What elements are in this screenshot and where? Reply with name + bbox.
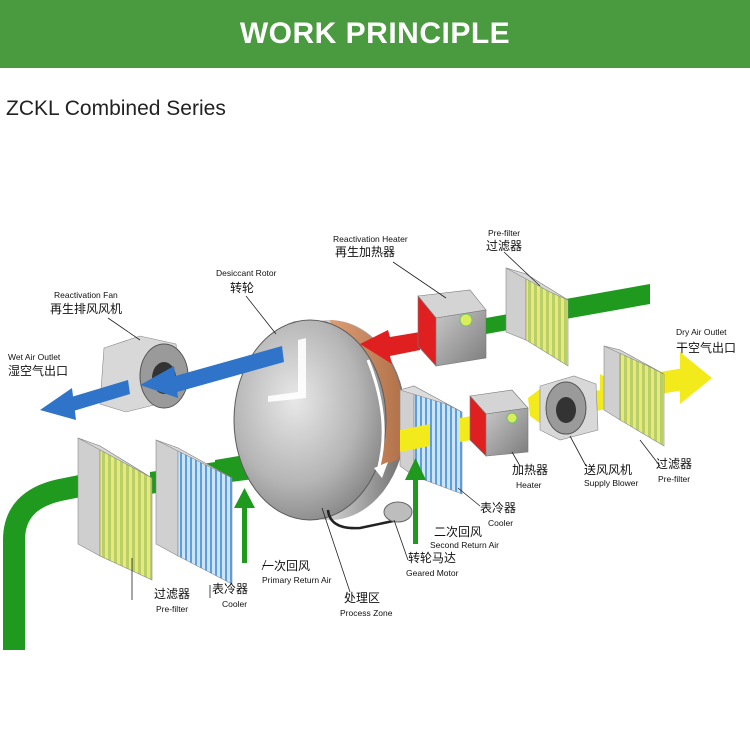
- svg-text:Reactivation Heater: Reactivation Heater: [333, 234, 408, 244]
- cooler-left: [155, 439, 233, 585]
- label-desiccant-rotor: Desiccant Rotor 转轮: [216, 268, 277, 295]
- label-dry-air-outlet: Dry Air Outlet 干空气出口: [676, 327, 736, 355]
- page-title: WORK PRINCIPLE: [239, 17, 511, 50]
- prefilter-right: [603, 345, 665, 447]
- label-second-return-air: 二次回风 Second Return Air: [430, 525, 499, 550]
- prefilter-top: [505, 267, 569, 367]
- svg-text:Supply Blower: Supply Blower: [584, 478, 639, 488]
- leader-lines: [107, 251, 661, 600]
- svg-text:表冷器: 表冷器: [480, 501, 516, 515]
- svg-text:Cooler: Cooler: [222, 599, 247, 609]
- label-geared-motor: 转轮马达 Geared Motor: [406, 550, 459, 578]
- svg-text:处理区: 处理区: [344, 591, 380, 605]
- svg-text:再生排风风机: 再生排风风机: [50, 302, 122, 316]
- series-subtitle: ZCKL Combined Series: [6, 97, 226, 120]
- svg-text:Desiccant Rotor: Desiccant Rotor: [216, 268, 277, 278]
- svg-text:湿空气出口: 湿空气出口: [8, 363, 68, 378]
- svg-text:Pre-filter: Pre-filter: [488, 228, 520, 238]
- label-primary-return-air: 一次回风 Primary Return Air: [262, 559, 332, 585]
- label-reactivation-fan: Reactivation Fan 再生排风风机: [50, 290, 122, 316]
- label-reactivation-heater: Reactivation Heater 再生加热器: [333, 234, 408, 259]
- svg-text:Primary Return Air: Primary Return Air: [262, 575, 332, 585]
- label-prefilter-left: 过滤器 Pre-filter: [154, 587, 190, 614]
- wet-air-flow: [40, 346, 284, 420]
- prefilter-left: [77, 437, 153, 581]
- label-wet-air-outlet: Wet Air Outlet 湿空气出口: [8, 352, 68, 378]
- label-cooler-left: 表冷器 Cooler: [212, 582, 248, 609]
- svg-text:表冷器: 表冷器: [212, 582, 248, 596]
- label-cooler-right: 表冷器 Cooler: [480, 501, 516, 528]
- svg-text:Geared Motor: Geared Motor: [406, 568, 459, 578]
- label-heater: 加热器 Heater: [512, 463, 548, 490]
- label-process-zone: 处理区 Process Zone: [340, 591, 393, 618]
- svg-text:Cooler: Cooler: [488, 518, 513, 528]
- svg-text:Reactivation Fan: Reactivation Fan: [54, 290, 118, 300]
- geared-motor: [326, 501, 413, 530]
- svg-text:二次回风: 二次回风: [434, 525, 482, 539]
- svg-text:再生加热器: 再生加热器: [335, 245, 395, 259]
- svg-text:干空气出口: 干空气出口: [676, 340, 736, 355]
- reactivation-airflow: [360, 330, 420, 364]
- primary-return-air-arrow: [234, 488, 255, 563]
- svg-text:转轮: 转轮: [230, 280, 254, 295]
- svg-text:Second Return Air: Second Return Air: [430, 540, 499, 550]
- svg-text:Dry Air Outlet: Dry Air Outlet: [676, 327, 727, 337]
- svg-text:过滤器: 过滤器: [154, 587, 190, 601]
- label-supply-blower: 送风风机 Supply Blower: [584, 462, 639, 488]
- label-prefilter-right: 过滤器 Pre-filter: [656, 457, 692, 484]
- svg-text:转轮马达: 转轮马达: [408, 550, 456, 565]
- svg-text:Process Zone: Process Zone: [340, 608, 393, 618]
- svg-text:Heater: Heater: [516, 480, 542, 490]
- svg-text:过滤器: 过滤器: [656, 457, 692, 471]
- header-banner: WORK PRINCIPLE: [0, 0, 750, 68]
- reactivation-heater: [417, 289, 487, 367]
- second-return-air-arrow: [405, 458, 426, 544]
- svg-text:Wet Air Outlet: Wet Air Outlet: [8, 352, 61, 362]
- heater: [469, 389, 529, 457]
- svg-text:Pre-filter: Pre-filter: [658, 474, 690, 484]
- svg-text:过滤器: 过滤器: [486, 239, 522, 253]
- svg-text:加热器: 加热器: [512, 463, 548, 477]
- supply-blower: [539, 375, 599, 441]
- label-prefilter-top: Pre-filter 过滤器: [486, 228, 522, 253]
- svg-text:一次回风: 一次回风: [262, 559, 310, 573]
- svg-text:送风风机: 送风风机: [584, 462, 632, 477]
- svg-text:Pre-filter: Pre-filter: [156, 604, 188, 614]
